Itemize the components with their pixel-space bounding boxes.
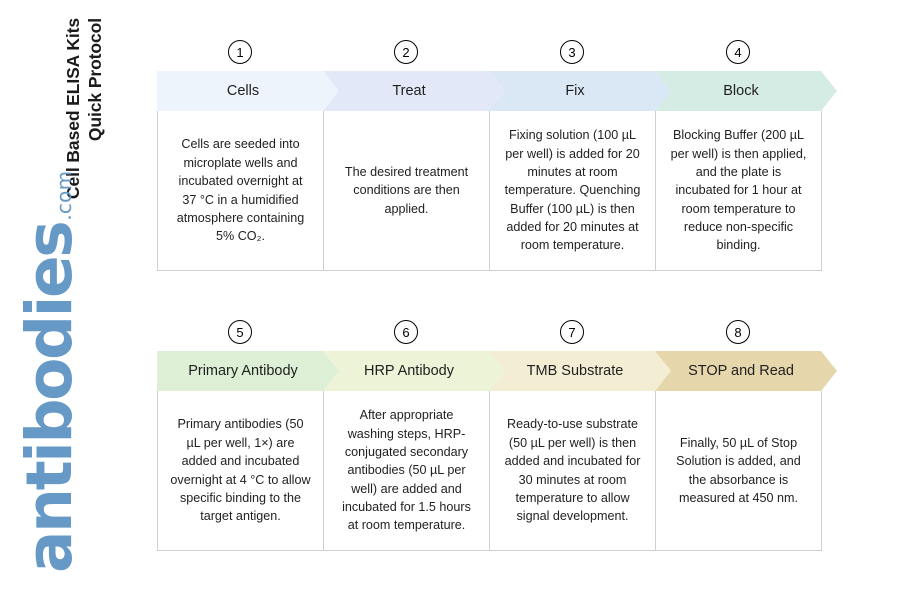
step-number-cell: 5 xyxy=(157,313,323,351)
step-body-text: After appropriate washing steps, HRP-con… xyxy=(342,408,471,533)
step-number-badge: 8 xyxy=(726,320,750,344)
chevron-label: Fix xyxy=(565,83,585,99)
brand-logo: antibodies.com xyxy=(13,171,138,573)
process-row-1: 1 2 3 4 Cells Treat Fix Block Cells are … xyxy=(157,33,847,271)
chevron-step-4[interactable]: Block xyxy=(655,71,837,111)
step-body-strip-2: Primary antibodies (50 µL per well, 1×) … xyxy=(157,391,847,551)
brand-logo-text: antibodies.com xyxy=(13,171,138,573)
step-number-cell: 6 xyxy=(323,313,489,351)
step-body-card: Finally, 50 µL of Stop Solution is added… xyxy=(656,391,822,551)
step-body-text: Finally, 50 µL of Stop Solution is added… xyxy=(676,435,801,505)
step-body-strip-1: Cells are seeded into microplate wells a… xyxy=(157,111,847,271)
step-number-badge: 6 xyxy=(394,320,418,344)
step-number-cell: 7 xyxy=(489,313,655,351)
step-body-card: Primary antibodies (50 µL per well, 1×) … xyxy=(158,391,324,551)
step-body-text: Cells are seeded into microplate wells a… xyxy=(176,137,305,244)
step-body-card: Blocking Buffer (200 µL per well) is the… xyxy=(656,111,822,271)
step-body-text: Fixing solution (100 µL per well) is add… xyxy=(504,128,641,253)
step-body-text: The desired treatment conditions are the… xyxy=(344,164,469,216)
step-number-badge: 4 xyxy=(726,40,750,64)
step-number-strip-2: 5 6 7 8 xyxy=(157,313,847,351)
page-title-line-2: Quick Protocol xyxy=(85,18,105,142)
step-number-cell: 1 xyxy=(157,33,323,71)
chevron-step-8[interactable]: STOP and Read xyxy=(655,351,837,391)
step-body-card: After appropriate washing steps, HRP-con… xyxy=(324,391,490,551)
step-body-text: Primary antibodies (50 µL per well, 1×) … xyxy=(170,417,311,524)
step-body-text: Ready-to-use substrate (50 µL per well) … xyxy=(504,417,641,524)
step-number-cell: 3 xyxy=(489,33,655,71)
chevron-step-3[interactable]: Fix xyxy=(489,71,671,111)
step-number-cell: 8 xyxy=(655,313,821,351)
step-body-card: Fixing solution (100 µL per well) is add… xyxy=(490,111,656,271)
chevron-label: Treat xyxy=(392,83,426,99)
chevron-strip-2: Primary Antibody HRP Antibody TMB Substr… xyxy=(157,351,847,391)
chevron-step-7[interactable]: TMB Substrate xyxy=(489,351,671,391)
step-body-card: Ready-to-use substrate (50 µL per well) … xyxy=(490,391,656,551)
brand-name: antibodies xyxy=(13,222,86,573)
chevron-label: Primary Antibody xyxy=(188,363,298,379)
chevron-step-1[interactable]: Cells xyxy=(157,71,339,111)
process-row-2: 5 6 7 8 Primary Antibody HRP Antibody TM… xyxy=(157,313,847,551)
chevron-label: HRP Antibody xyxy=(363,363,454,379)
step-number-badge: 1 xyxy=(228,40,252,64)
step-body-card: Cells are seeded into microplate wells a… xyxy=(158,111,324,271)
step-number-badge: 5 xyxy=(228,320,252,344)
step-number-badge: 7 xyxy=(560,320,584,344)
chevron-step-6[interactable]: HRP Antibody xyxy=(323,351,505,391)
step-body-card: The desired treatment conditions are the… xyxy=(324,111,490,271)
chevron-label: TMB Substrate xyxy=(526,363,624,379)
step-number-strip-1: 1 2 3 4 xyxy=(157,33,847,71)
step-number-badge: 2 xyxy=(394,40,418,64)
step-number-cell: 2 xyxy=(323,33,489,71)
step-body-text: Blocking Buffer (200 µL per well) is the… xyxy=(670,128,807,253)
step-number-badge: 3 xyxy=(560,40,584,64)
chevron-step-2[interactable]: Treat xyxy=(323,71,505,111)
brand-tld: .com xyxy=(52,170,76,221)
chevron-strip-1: Cells Treat Fix Block xyxy=(157,71,847,111)
chevron-label: Block xyxy=(723,83,759,99)
chevron-label: STOP and Read xyxy=(688,363,794,379)
step-number-cell: 4 xyxy=(655,33,821,71)
chevron-step-5[interactable]: Primary Antibody xyxy=(157,351,339,391)
chevron-label: Cells xyxy=(226,83,260,99)
